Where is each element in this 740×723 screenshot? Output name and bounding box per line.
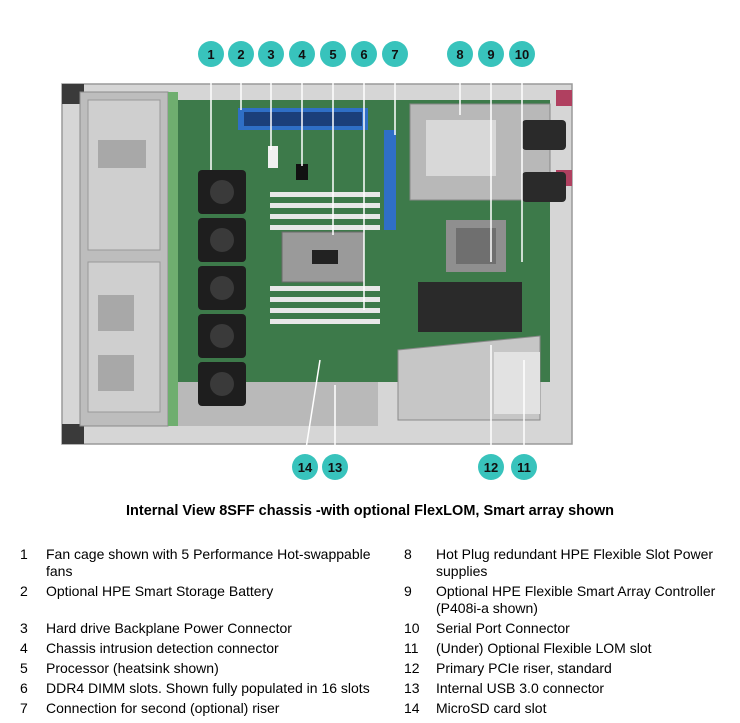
power-supplies <box>409 103 566 202</box>
leader-lines <box>210 66 525 456</box>
callout-6: 6 <box>351 41 377 67</box>
callout-1: 1 <box>198 41 224 67</box>
callout-8: 8 <box>447 41 473 67</box>
svg-text:2: 2 <box>237 47 244 62</box>
callout-14: 14 <box>292 454 318 480</box>
callout-13: 13 <box>322 454 348 480</box>
figure-caption: Internal View 8SFF chassis -with optiona… <box>125 503 614 519</box>
svg-text:9: 9 <box>487 47 494 62</box>
svg-text:5: 5 <box>329 47 336 62</box>
drive-bay <box>79 91 178 427</box>
svg-text:8: 8 <box>456 47 463 62</box>
callout-2: 2 <box>228 41 254 67</box>
smart-array-controller <box>446 220 506 272</box>
connectors <box>268 130 396 230</box>
pcie-riser <box>397 282 541 421</box>
svg-text:13: 13 <box>328 460 342 475</box>
callout-10: 10 <box>509 41 535 67</box>
svg-text:12: 12 <box>484 460 498 475</box>
callout-3: 3 <box>258 41 284 67</box>
fan-cage <box>198 170 246 406</box>
svg-text:4: 4 <box>298 47 306 62</box>
svg-text:6: 6 <box>360 47 367 62</box>
callout-7: 7 <box>382 41 408 67</box>
svg-text:1: 1 <box>207 47 214 62</box>
svg-text:10: 10 <box>515 47 529 62</box>
callout-11: 11 <box>511 454 537 480</box>
svg-text:11: 11 <box>517 460 531 475</box>
storage-battery <box>238 108 368 130</box>
callout-9: 9 <box>478 41 504 67</box>
svg-text:14: 14 <box>298 460 313 475</box>
callout-12: 12 <box>478 454 504 480</box>
processor-heatsink <box>281 231 365 283</box>
chassis-internal-view-diagram: 1 2 3 4 5 6 7 8 9 10 11 12 13 14 <box>61 41 573 480</box>
svg-text:7: 7 <box>391 47 398 62</box>
callout-5: 5 <box>320 41 346 67</box>
svg-text:3: 3 <box>267 47 274 62</box>
dimm-slots <box>270 192 380 324</box>
callout-4: 4 <box>289 41 315 67</box>
